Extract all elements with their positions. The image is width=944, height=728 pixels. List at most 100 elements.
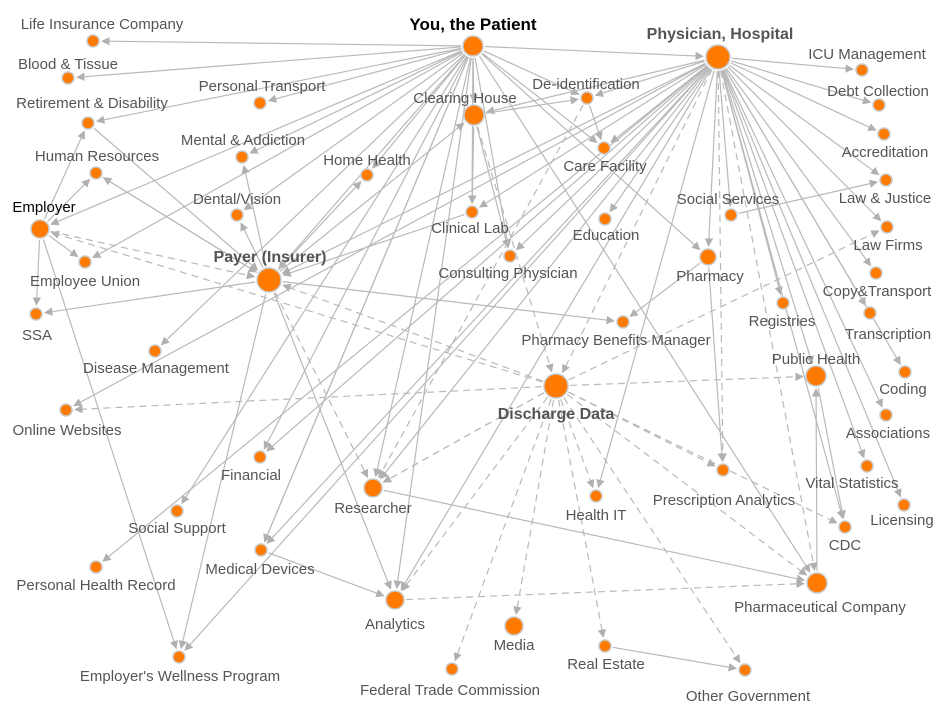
edge-pharmacy-pbm bbox=[629, 262, 701, 318]
edge-employer-hr bbox=[47, 178, 91, 222]
edge-you-blood bbox=[76, 46, 462, 81]
node-care bbox=[597, 141, 611, 155]
node-lawfirms bbox=[880, 220, 894, 234]
label-retirement: Retirement & Disability bbox=[16, 95, 168, 112]
node-researcher bbox=[363, 478, 383, 498]
node-cdc bbox=[838, 520, 852, 534]
edge-realestate-othergov bbox=[612, 646, 737, 672]
edge-physician-lawfirms bbox=[727, 66, 882, 222]
node-devices bbox=[254, 543, 268, 557]
dashed-edge-discharge-media bbox=[513, 399, 555, 616]
label-blood: Blood & Tissue bbox=[18, 56, 118, 73]
edge-payer-pbm bbox=[282, 281, 615, 325]
node-rxanalytics bbox=[716, 463, 730, 477]
node-clinicallab bbox=[465, 205, 479, 219]
label-cdc: CDC bbox=[829, 537, 862, 554]
edge-clearing-deid bbox=[485, 96, 579, 114]
node-realestate bbox=[598, 639, 612, 653]
label-associations: Associations bbox=[846, 425, 930, 442]
edge-you-deid bbox=[483, 50, 580, 95]
label-union: Employee Union bbox=[30, 273, 140, 290]
node-employer bbox=[30, 219, 50, 239]
dashed-edge-physician-discharge bbox=[562, 69, 713, 374]
label-socialservices: Social Services bbox=[677, 191, 780, 208]
dashed-edge-discharge-payer bbox=[282, 283, 544, 382]
node-life bbox=[86, 34, 100, 48]
edge-clearing-clinicallab bbox=[468, 126, 477, 204]
dashed-edge-discharge-realestate bbox=[558, 399, 607, 638]
label-healthit: Health IT bbox=[566, 507, 627, 524]
label-lawfirms: Law Firms bbox=[853, 237, 922, 254]
dashed-edge-discharge-online bbox=[74, 386, 543, 414]
dashed-edge-physician-rxanalytics bbox=[717, 70, 727, 462]
node-retirement bbox=[81, 116, 95, 130]
label-online: Online Websites bbox=[13, 422, 122, 439]
node-wellness bbox=[172, 650, 186, 664]
edge-physician-debt bbox=[731, 60, 872, 105]
label-othergov: Other Government bbox=[686, 688, 811, 705]
edge-physician-deid bbox=[594, 60, 705, 98]
label-registries: Registries bbox=[749, 313, 816, 330]
dashed-edge-discharge-publichealth bbox=[569, 372, 804, 387]
label-pbm: Pharmacy Benefits Manager bbox=[521, 332, 710, 349]
edge-physician-law bbox=[728, 64, 880, 176]
dashed-edge-physician-pharmaco bbox=[719, 70, 818, 572]
edge-researcher-pharmaco bbox=[383, 489, 806, 583]
label-rxanalytics: Prescription Analytics bbox=[653, 492, 796, 509]
label-care: Care Facility bbox=[563, 158, 647, 175]
dashed-edge-discharge-researcher bbox=[382, 392, 545, 483]
edge-physician-clearing bbox=[485, 59, 705, 115]
dashed-edge-discharge-pharmaco bbox=[566, 393, 808, 576]
node-homehealth bbox=[360, 168, 374, 182]
edge-you-union bbox=[92, 51, 463, 259]
node-deid bbox=[580, 91, 594, 105]
edge-you-transport bbox=[267, 48, 462, 103]
edge-physician-clinicallab bbox=[478, 63, 707, 208]
edge-pharmacy-rxanalytics bbox=[708, 266, 727, 462]
edge-physician-analytics bbox=[400, 68, 712, 591]
edge-payer-ssa bbox=[44, 281, 256, 316]
label-payer: Payer (Insurer) bbox=[214, 249, 327, 266]
label-ftc: Federal Trade Commission bbox=[360, 682, 540, 699]
edge-physician-vital bbox=[722, 69, 866, 459]
edge-you-pharmaco bbox=[478, 55, 811, 573]
node-education bbox=[598, 212, 612, 226]
node-you bbox=[462, 35, 484, 57]
label-homehealth: Home Health bbox=[323, 152, 411, 169]
label-clinicallab: Clinical Lab bbox=[431, 220, 509, 237]
edge-physician-licensing bbox=[722, 69, 902, 498]
edge-you-employer bbox=[50, 50, 463, 226]
label-physician: Physician, Hospital bbox=[647, 26, 794, 43]
edge-physician-cdc bbox=[721, 70, 845, 520]
label-disease: Disease Management bbox=[83, 360, 230, 377]
edge-employer-retirement bbox=[43, 130, 85, 220]
edge-you-disease bbox=[160, 53, 465, 346]
label-deid: De-identification bbox=[532, 76, 640, 93]
node-blood bbox=[61, 71, 75, 85]
node-financial bbox=[253, 450, 267, 464]
dashed-edge-discharge-healthit bbox=[560, 398, 595, 489]
label-discharge: Discharge Data bbox=[498, 406, 615, 423]
label-publichealth: Public Health bbox=[772, 351, 860, 368]
node-mental bbox=[235, 150, 249, 164]
edge-payer-homehealth bbox=[278, 180, 362, 271]
dashed-edge-clearing-discharge bbox=[476, 126, 554, 373]
label-law: Law & Justice bbox=[839, 190, 932, 207]
edge-physician-financial bbox=[266, 65, 708, 452]
edge-physician-payer bbox=[281, 62, 706, 274]
dashed-edge-employer-payer bbox=[50, 230, 256, 280]
label-phr: Personal Health Record bbox=[16, 577, 175, 594]
edge-physician-consulting bbox=[515, 66, 709, 251]
edge-payer-wellness bbox=[178, 293, 267, 650]
node-copy bbox=[869, 266, 883, 280]
edge-clinicallab-payer bbox=[282, 213, 465, 277]
edge-you-financial bbox=[263, 56, 469, 450]
node-union bbox=[78, 255, 92, 269]
edge-employer-wellness bbox=[42, 239, 178, 650]
node-publichealth bbox=[805, 365, 827, 387]
dashed-edge-discharge-lawfirms bbox=[568, 230, 880, 381]
label-debt: Debt Collection bbox=[827, 83, 929, 100]
node-socialsupport bbox=[170, 504, 184, 518]
